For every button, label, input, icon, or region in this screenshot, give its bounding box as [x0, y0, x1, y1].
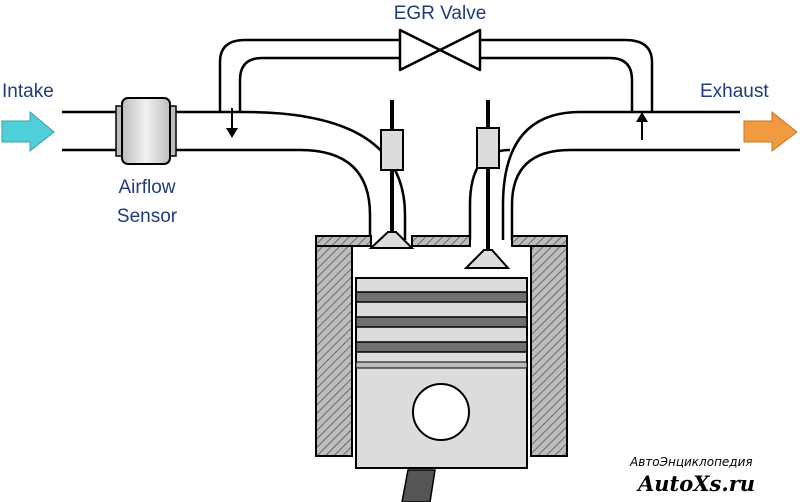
- piston: [355, 277, 528, 469]
- intake-valve: [368, 100, 415, 249]
- egr-valve-label: EGR Valve: [394, 3, 487, 24]
- egr-flow-up-arrow: [636, 112, 648, 140]
- intake-arrow: [1, 110, 55, 153]
- cylinder-wall-right: [530, 245, 568, 457]
- bowtie-valve-icon: [398, 28, 482, 72]
- piston-ring: [355, 291, 528, 303]
- cylinder-wall-left: [315, 245, 353, 457]
- intake-pipe: [62, 110, 372, 245]
- exhaust-valve: [463, 100, 511, 269]
- exhaust-pipe: [501, 110, 740, 240]
- watermark-line1: АвтоЭнциклопедия: [629, 455, 753, 469]
- airflow-sensor-label-line1: Airflow: [118, 177, 175, 198]
- egr-valve: [398, 28, 482, 72]
- airflow-sensor: [115, 97, 177, 165]
- egr-flow-down-arrow: [226, 108, 238, 138]
- cylinder-head: [315, 235, 568, 247]
- egr-bypass-tube: [218, 38, 654, 112]
- intake-label: Intake: [2, 81, 54, 102]
- arrow-right-icon: [743, 110, 798, 153]
- exhaust-arrow: [743, 110, 798, 153]
- exhaust-label: Exhaust: [700, 81, 769, 102]
- arrow-right-icon: [1, 110, 55, 153]
- piston-ring: [355, 341, 528, 353]
- airflow-sensor-label-line2: Sensor: [117, 206, 178, 227]
- port-walls: [244, 110, 511, 240]
- piston-ring: [355, 316, 528, 328]
- watermark-line2: AutoXs.ru: [636, 471, 755, 496]
- connecting-rod: [401, 469, 436, 502]
- piston-pin: [412, 383, 470, 441]
